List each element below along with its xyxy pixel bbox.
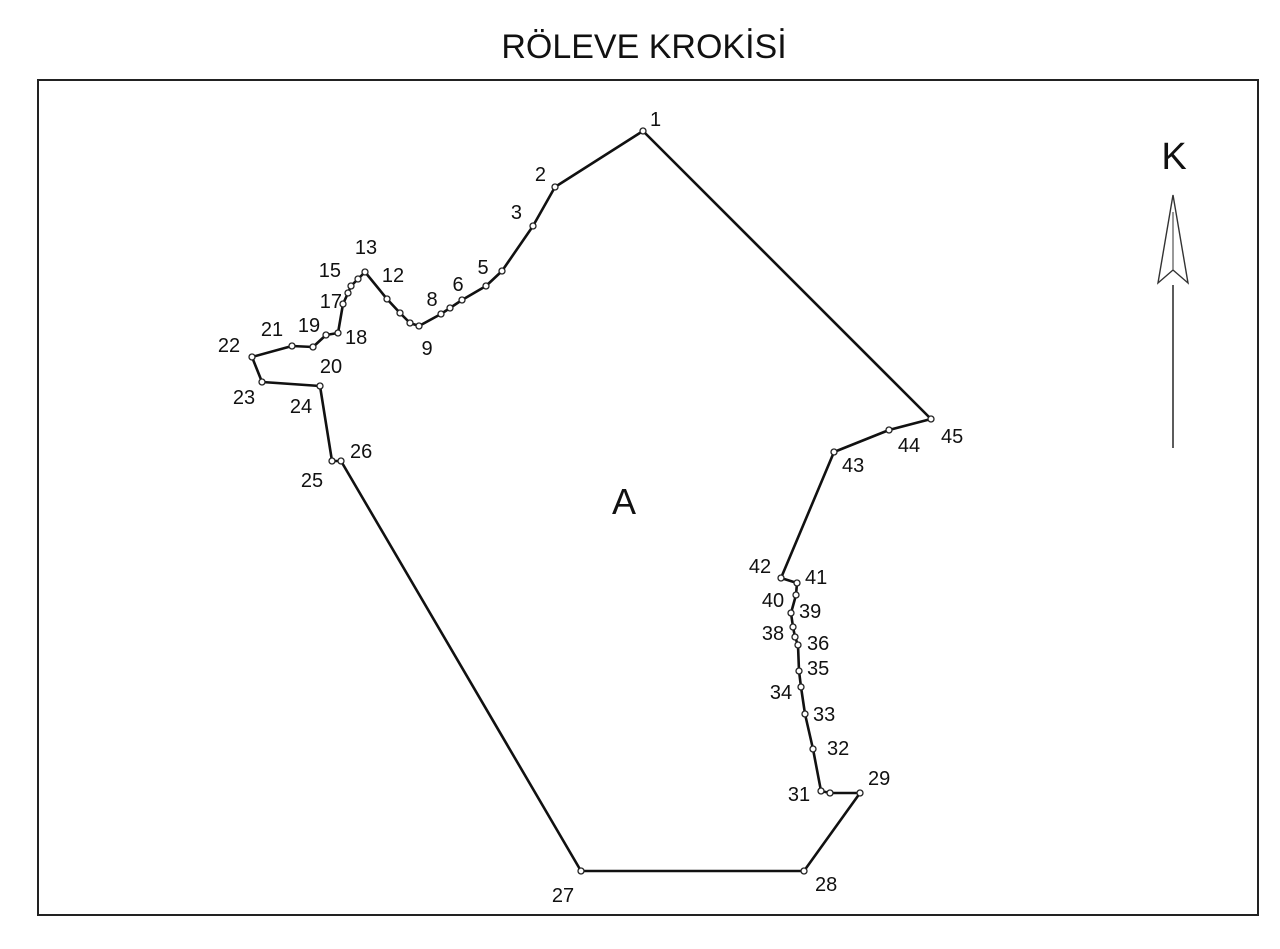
vertex-markers (248, 127, 935, 875)
point-label: 40 (762, 590, 784, 612)
vertex-marker (826, 789, 834, 797)
point-label: 43 (842, 455, 864, 477)
north-arrow-icon (1156, 194, 1190, 448)
point-label: 27 (552, 885, 574, 907)
point-label: 8 (426, 289, 437, 311)
point-label: 33 (813, 704, 835, 726)
sketch-title: RÖLEVE KROKİSİ (501, 28, 786, 66)
point-label: 31 (788, 784, 810, 806)
vertex-marker (793, 579, 801, 587)
point-label: 45 (941, 426, 963, 448)
vertex-marker (830, 448, 838, 456)
vertex-marker (529, 222, 537, 230)
point-label: 19 (298, 315, 320, 337)
vertex-marker (248, 353, 256, 361)
vertex-marker (787, 609, 795, 617)
point-labels: 1234567891011121314151617181920212223242… (218, 109, 963, 907)
vertex-marker (809, 745, 817, 753)
vertex-marker (551, 183, 559, 191)
point-label: 35 (807, 658, 829, 680)
point-label: 20 (320, 356, 342, 378)
point-label: 1 (650, 109, 661, 131)
vertex-marker (309, 343, 317, 351)
point-label: 39 (799, 601, 821, 623)
point-label: 23 (233, 387, 255, 409)
vertex-marker (927, 415, 935, 423)
vertex-marker (344, 289, 352, 297)
north-letter: K (1161, 136, 1186, 178)
vertex-marker (791, 633, 799, 641)
parcel-boundary (250, 129, 933, 873)
vertex-marker (794, 641, 802, 649)
point-label: 5 (477, 257, 488, 279)
vertex-marker (322, 331, 330, 339)
vertex-marker (458, 296, 466, 304)
vertex-marker (797, 683, 805, 691)
vertex-marker (800, 867, 808, 875)
point-label: 15 (319, 260, 341, 282)
vertex-marker (361, 268, 369, 276)
point-label: 41 (805, 567, 827, 589)
vertex-marker (777, 574, 785, 582)
point-label: 42 (749, 556, 771, 578)
vertex-marker (396, 309, 404, 317)
parcel-label: A (612, 481, 636, 522)
vertex-marker (354, 275, 362, 283)
point-label: 38 (762, 623, 784, 645)
point-label: 36 (807, 633, 829, 655)
sketch-frame (37, 79, 1259, 916)
vertex-marker (347, 282, 355, 290)
vertex-marker (415, 322, 423, 330)
point-label: 3 (511, 202, 522, 224)
vertex-marker (885, 426, 893, 434)
point-label: 28 (815, 874, 837, 896)
vertex-marker (792, 591, 800, 599)
vertex-marker (789, 623, 797, 631)
point-label: 29 (868, 768, 890, 790)
vertex-marker (337, 457, 345, 465)
point-label: 17 (320, 291, 342, 313)
vertex-marker (577, 867, 585, 875)
vertex-marker (639, 127, 647, 135)
point-label: 25 (301, 470, 323, 492)
vertex-marker (339, 300, 347, 308)
point-label: 18 (345, 327, 367, 349)
vertex-marker (334, 329, 342, 337)
vertex-marker (328, 457, 336, 465)
vertex-marker (383, 295, 391, 303)
vertex-marker (795, 667, 803, 675)
point-label: 22 (218, 335, 240, 357)
point-label: 44 (898, 435, 920, 457)
vertex-marker (258, 378, 266, 386)
point-label: 32 (827, 738, 849, 760)
point-label: 13 (355, 237, 377, 259)
vertex-marker (482, 282, 490, 290)
vertex-marker (446, 304, 454, 312)
vertex-marker (316, 382, 324, 390)
vertex-marker (406, 319, 414, 327)
point-label: 24 (290, 396, 312, 418)
vertex-marker (437, 310, 445, 318)
point-label: 2 (535, 164, 546, 186)
vertex-marker (856, 789, 864, 797)
point-label: 6 (452, 274, 463, 296)
point-label: 26 (350, 441, 372, 463)
vertex-marker (288, 342, 296, 350)
vertex-marker (817, 787, 825, 795)
point-label: 21 (261, 319, 283, 341)
point-label: 34 (770, 682, 792, 704)
vertex-marker (801, 710, 809, 718)
point-label: 12 (382, 265, 404, 287)
point-label: 9 (421, 338, 432, 360)
vertex-marker (498, 267, 506, 275)
